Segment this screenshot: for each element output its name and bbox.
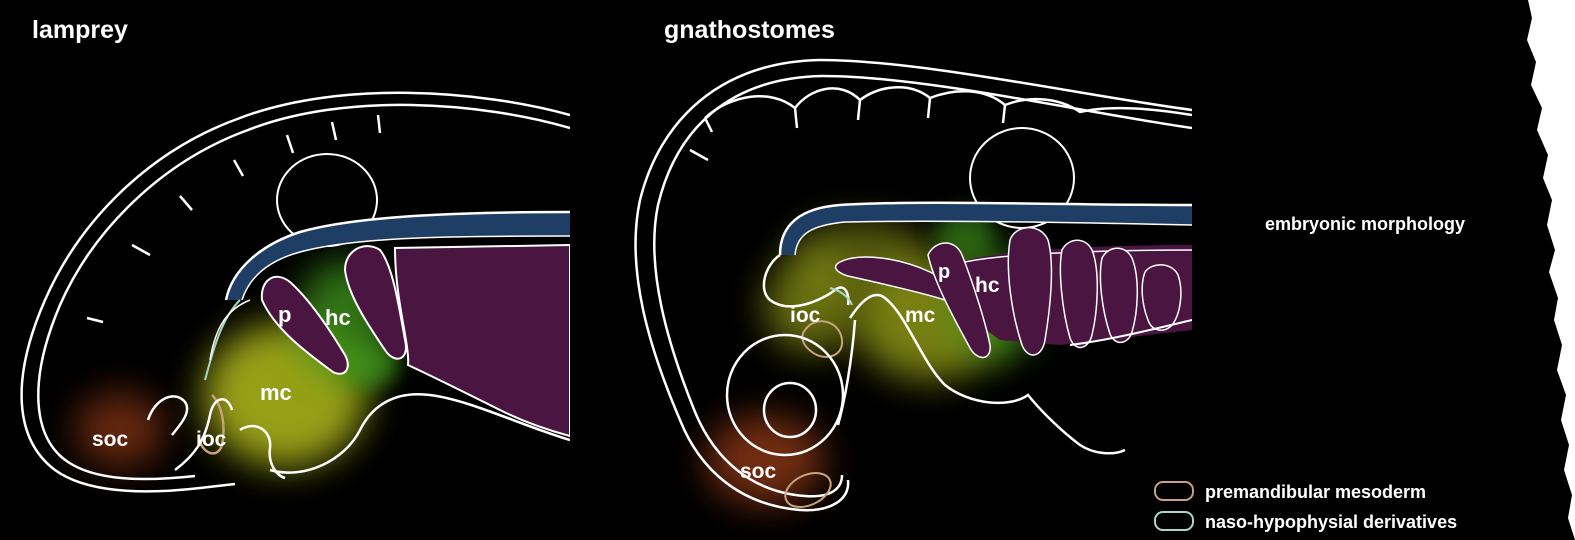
lamprey-title: lamprey (32, 16, 128, 44)
arch-5 (1142, 265, 1181, 330)
label-mc: mc (905, 304, 936, 327)
label-hc: hc (325, 305, 351, 330)
label-ioc: ioc (790, 304, 821, 327)
label-mc: mc (260, 380, 292, 405)
label-hc: hc (975, 274, 1000, 297)
label-ioc: ioc (196, 428, 227, 451)
label-p: p (278, 302, 291, 327)
label-p: p (938, 261, 950, 283)
gnathostomes-title: gnathostomes (664, 16, 835, 44)
label-soc: soc (92, 428, 129, 451)
side-caption: embryonic morphology (1265, 214, 1465, 234)
legend-label-naso: naso-hypophysial derivatives (1205, 512, 1457, 532)
legend-label-premandibular: premandibular mesoderm (1205, 482, 1426, 502)
label-soc: soc (740, 460, 777, 483)
